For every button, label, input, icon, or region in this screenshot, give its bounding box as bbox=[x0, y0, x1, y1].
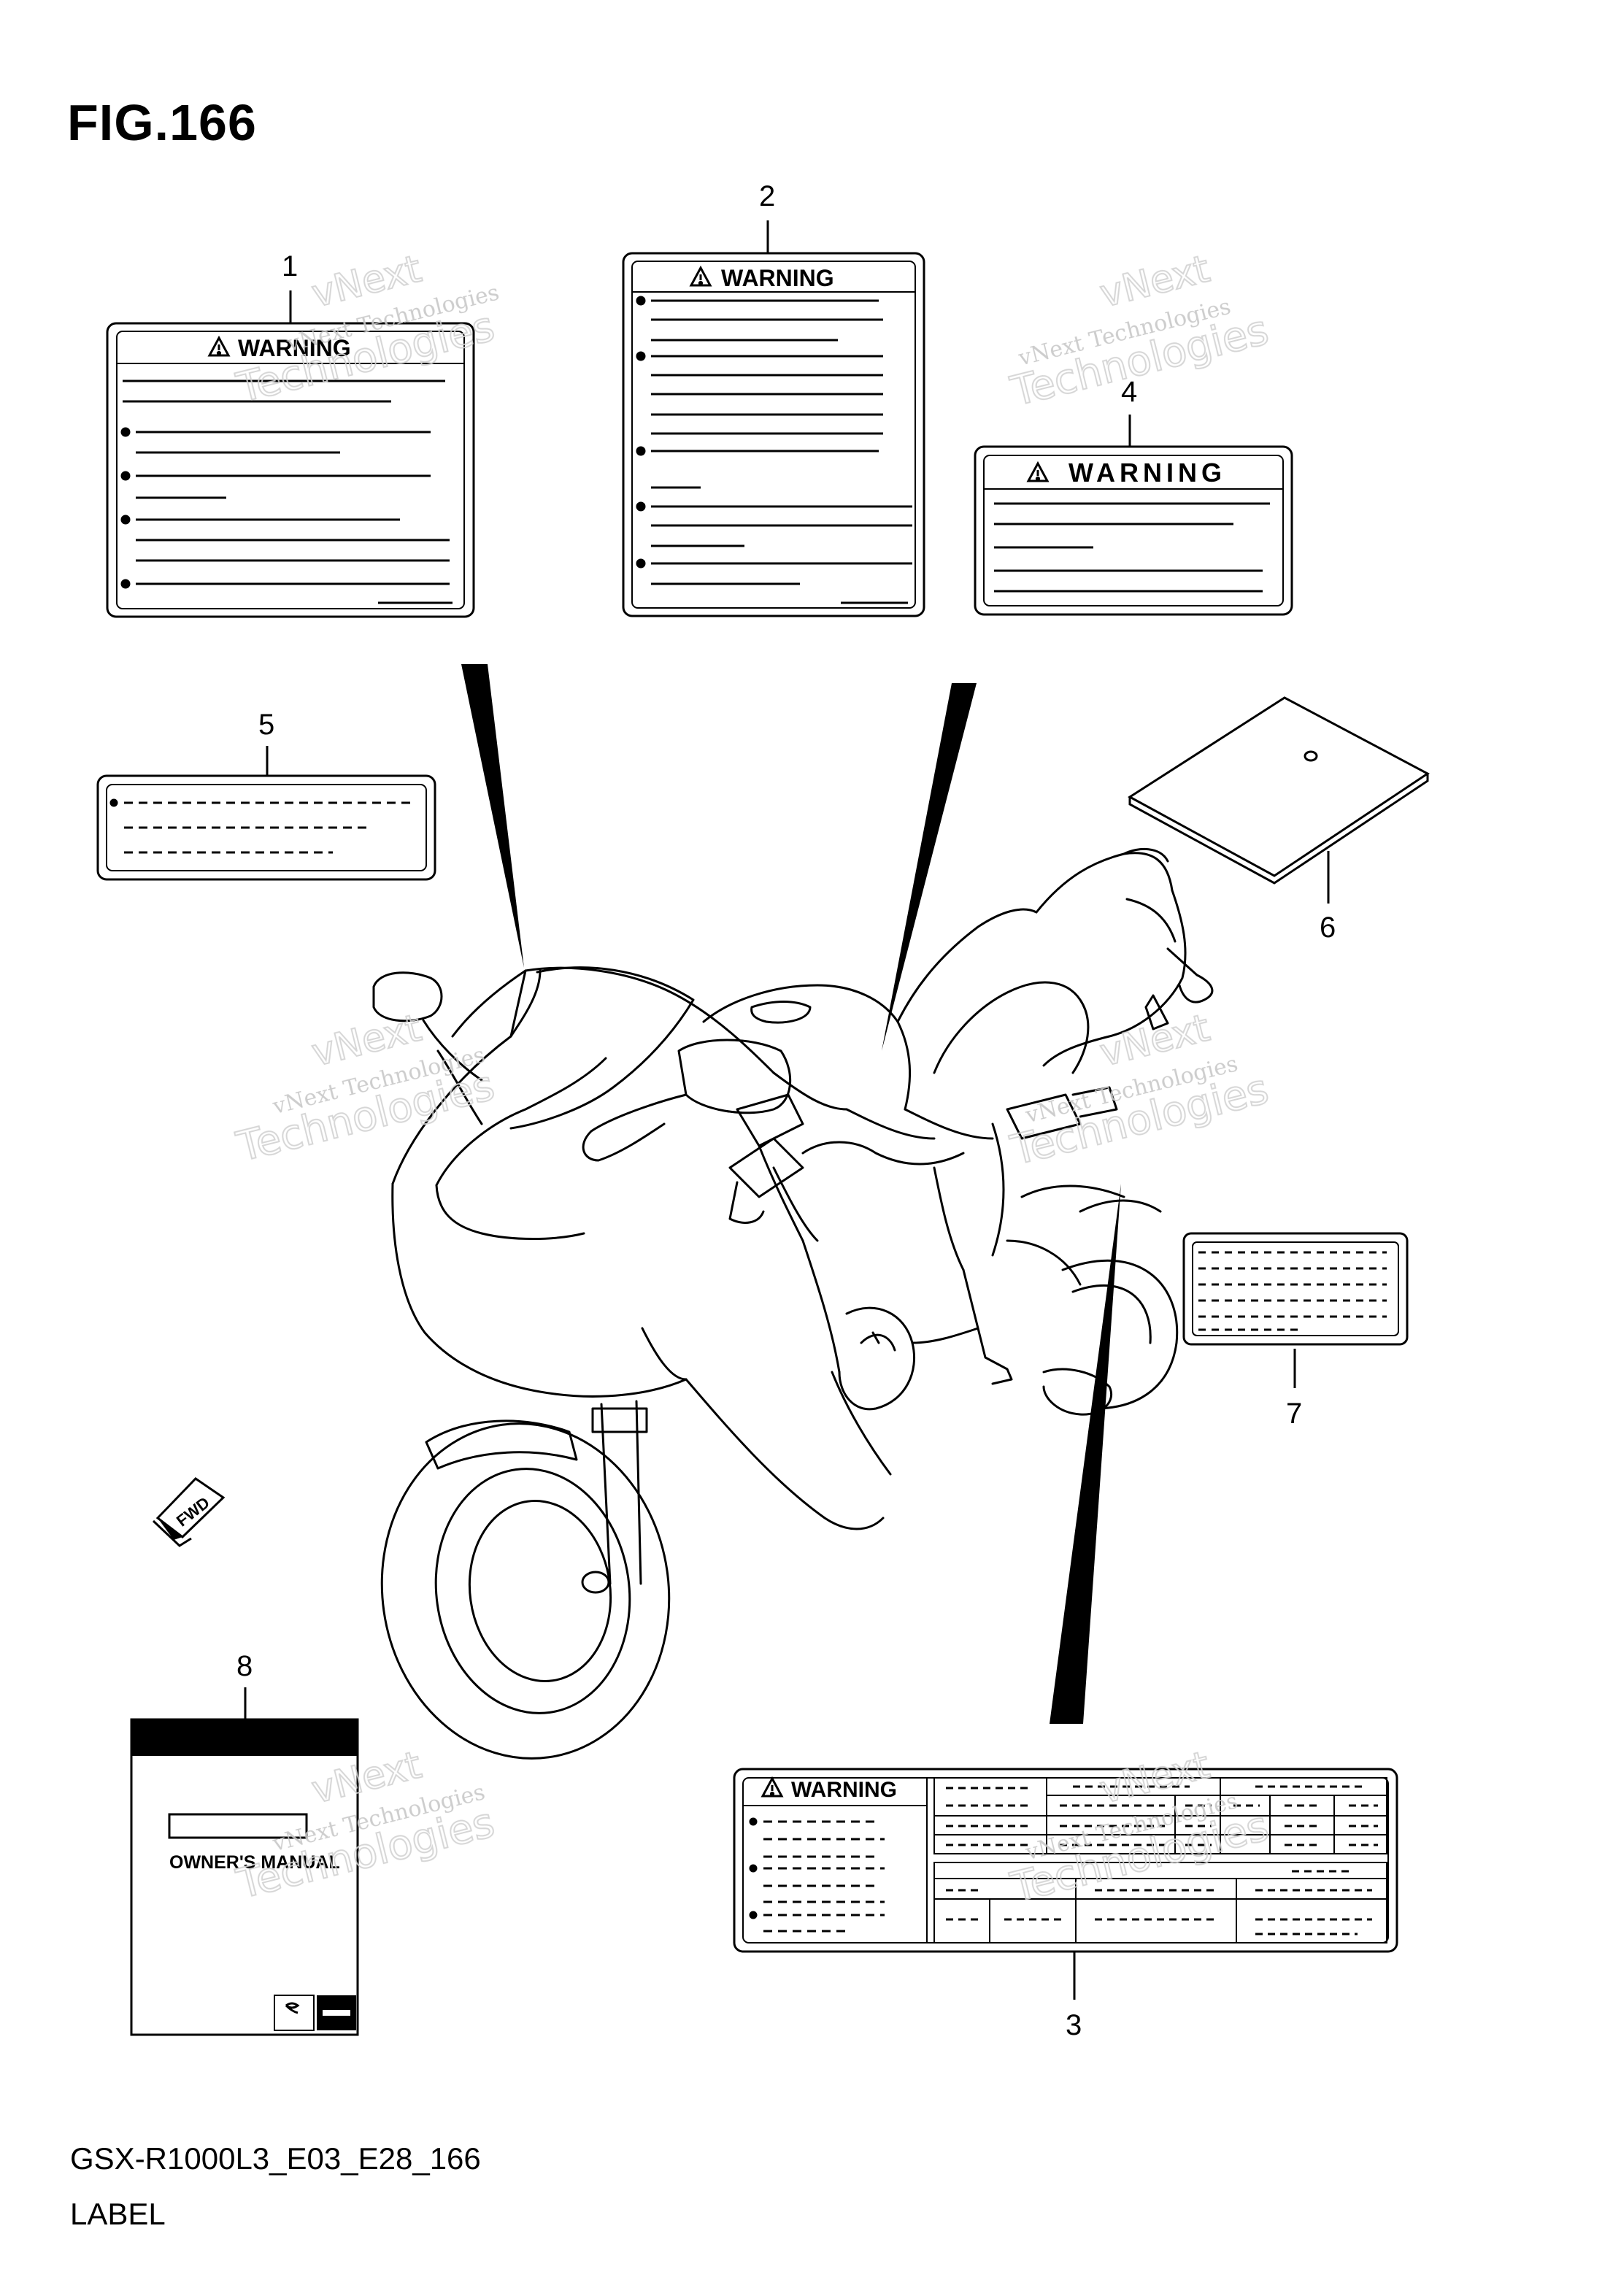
callout-leaders bbox=[244, 220, 1330, 2000]
owners-manual-book bbox=[130, 1718, 359, 2036]
watermark-6: vNext vNext Technologies Technologies bbox=[1006, 1743, 1274, 1913]
label-3 bbox=[733, 1768, 1398, 1953]
callout-8: 8 bbox=[236, 1650, 253, 1682]
figure-title: FIG.166 bbox=[67, 94, 257, 151]
label-4 bbox=[974, 445, 1293, 616]
watermark-1: vNext vNext Technologies Technologies bbox=[231, 247, 501, 414]
label-7 bbox=[1182, 1232, 1409, 1346]
label-2 bbox=[622, 252, 925, 617]
warning-triangle-icon bbox=[761, 1777, 783, 1798]
label-5 bbox=[96, 774, 436, 881]
fwd-text: FWD bbox=[173, 1493, 213, 1530]
label-6 bbox=[1128, 696, 1430, 885]
label-2-warning-text: WARNING bbox=[721, 265, 834, 291]
suzuki-s-icon bbox=[285, 2002, 300, 2014]
warning-triangle-icon bbox=[1027, 462, 1049, 482]
figure-code: GSX-R1000L3_E03_E28_166 bbox=[70, 2141, 481, 2176]
label-1 bbox=[106, 322, 475, 618]
callout-2: 2 bbox=[759, 180, 775, 212]
motorcycle-illustration bbox=[372, 847, 1214, 1760]
location-pointers bbox=[461, 664, 1121, 1724]
label-3-warning-text: WARNING bbox=[791, 1778, 897, 1802]
owners-manual-text: OWNER'S MANUAL bbox=[169, 1852, 340, 1873]
label-4-warning-text: WARNING bbox=[1069, 458, 1226, 488]
watermark-3: vNext vNext Technologies Technologies bbox=[231, 1006, 500, 1173]
callout-3: 3 bbox=[1066, 2009, 1082, 2041]
callout-4: 4 bbox=[1121, 376, 1137, 408]
warning-triangle-icon bbox=[208, 336, 230, 357]
label-1-warning-text: WARNING bbox=[238, 335, 351, 361]
watermark-4: vNext vNext Technologies Technologies bbox=[1006, 1006, 1274, 1176]
callout-5: 5 bbox=[258, 709, 274, 741]
figure-name: LABEL bbox=[70, 2197, 166, 2231]
fwd-arrow-icon bbox=[152, 1477, 226, 1547]
warning-triangle-icon bbox=[690, 266, 712, 287]
callout-7: 7 bbox=[1286, 1398, 1302, 1430]
callout-1: 1 bbox=[282, 250, 298, 282]
callout-6: 6 bbox=[1320, 912, 1336, 944]
